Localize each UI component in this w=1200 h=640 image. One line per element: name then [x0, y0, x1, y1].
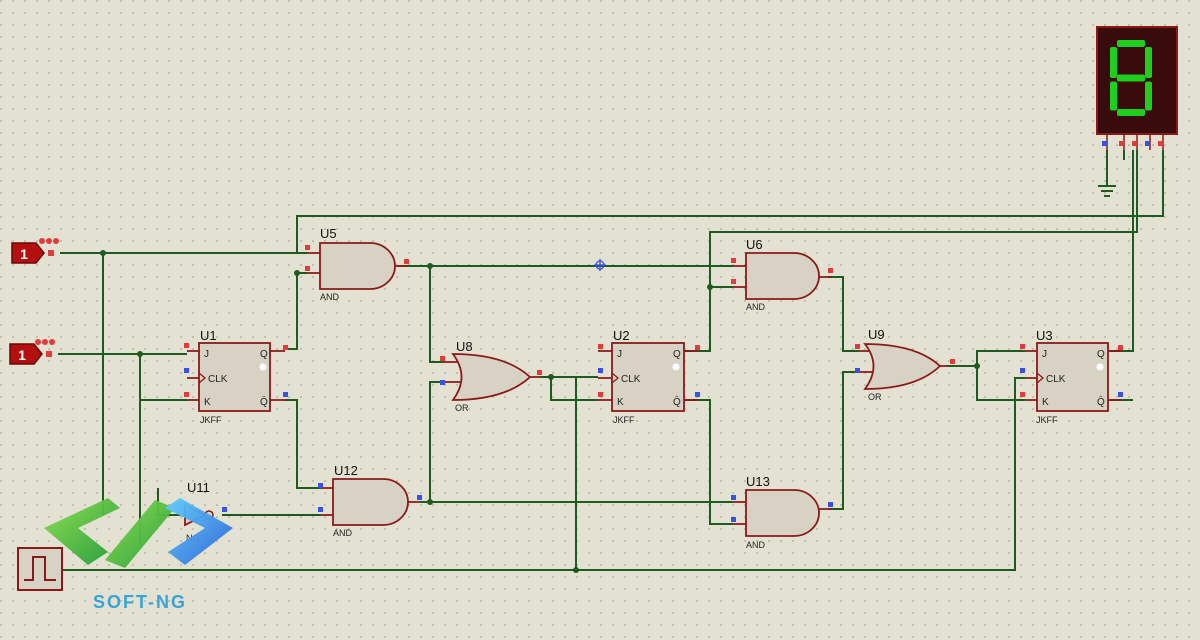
segment-a — [1117, 40, 1145, 47]
u1-pin-j: J — [204, 349, 209, 360]
u1-pin-q: Q — [260, 349, 268, 360]
segment-g — [1117, 74, 1145, 82]
u3-type: JKFF — [1036, 415, 1058, 425]
u2-pin-qbar: Q̄ — [673, 395, 681, 408]
watermark-text: SOFT-NG — [93, 592, 187, 612]
logic-input-a[interactable]: 1 — [11, 238, 59, 264]
u11-ref: U11 — [187, 480, 210, 495]
segment-f — [1110, 47, 1117, 78]
u8-type: OR — [455, 403, 469, 413]
u12-type: AND — [333, 528, 353, 538]
u1-pin-k: K — [204, 397, 211, 408]
u1-pin-qbar: Q̄ — [260, 395, 268, 408]
u3-pin-j: J — [1042, 349, 1047, 360]
or-gate-u8[interactable]: U8 OR — [440, 339, 542, 413]
ground-symbol — [1098, 185, 1116, 197]
junctions — [100, 250, 980, 573]
and-gate-u6[interactable]: U6 AND — [731, 237, 833, 312]
u1-pin-clk: CLK — [208, 374, 228, 385]
jkff-u3[interactable]: U3 J CLK K Q Q̄ JKFF — [1020, 328, 1123, 425]
soft-ng-logo: SOFT-NG — [44, 498, 233, 612]
display-segments — [1110, 40, 1152, 116]
u2-pin-k: K — [617, 397, 624, 408]
logic-input-b[interactable]: 1 — [9, 339, 55, 365]
u5-type: AND — [320, 292, 340, 302]
seven-segment-display: 8 — [1096, 26, 1178, 150]
u6-ref: U6 — [746, 237, 763, 252]
u12-ref: U12 — [334, 463, 358, 478]
u2-type: JKFF — [613, 415, 635, 425]
u3-pin-q: Q — [1097, 349, 1105, 360]
wires — [20, 150, 1164, 571]
u5-ref: U5 — [320, 226, 337, 241]
or-gate-u9[interactable]: U9 OR — [855, 327, 955, 402]
input-b-value: 1 — [18, 347, 26, 363]
u9-ref: U9 — [868, 327, 885, 342]
u2-ref: U2 — [613, 328, 630, 343]
u2-pin-q: Q — [673, 349, 681, 360]
u3-pin-k: K — [1042, 397, 1049, 408]
u3-pin-qbar: Q̄ — [1097, 395, 1105, 408]
input-a-value: 1 — [20, 246, 28, 262]
u1-ref: U1 — [200, 328, 217, 343]
u2-pin-j: J — [617, 349, 622, 360]
segment-d — [1117, 109, 1145, 116]
clock-generator[interactable] — [17, 547, 63, 591]
u3-ref: U3 — [1036, 328, 1053, 343]
u1-type: JKFF — [200, 415, 222, 425]
jkff-u2[interactable]: U2 J CLK K Q Q̄ JKFF — [598, 328, 700, 425]
u13-ref: U13 — [746, 474, 770, 489]
u9-type: OR — [868, 392, 882, 402]
segment-c — [1145, 81, 1152, 111]
u2-pin-clk: CLK — [621, 374, 641, 385]
and-gate-u12[interactable]: U12 AND — [318, 463, 422, 538]
and-gate-u5[interactable]: U5 AND — [305, 226, 409, 302]
u6-type: AND — [746, 302, 766, 312]
segment-e — [1110, 81, 1117, 111]
probe-crosshair[interactable] — [594, 259, 606, 271]
u13-type: AND — [746, 540, 766, 550]
segment-b — [1145, 47, 1152, 78]
jkff-u1[interactable]: U1 J CLK K Q Q̄ JKFF — [184, 328, 288, 425]
and-gate-u13[interactable]: U13 AND — [731, 474, 833, 550]
u8-ref: U8 — [456, 339, 473, 354]
u3-pin-clk: CLK — [1046, 374, 1066, 385]
